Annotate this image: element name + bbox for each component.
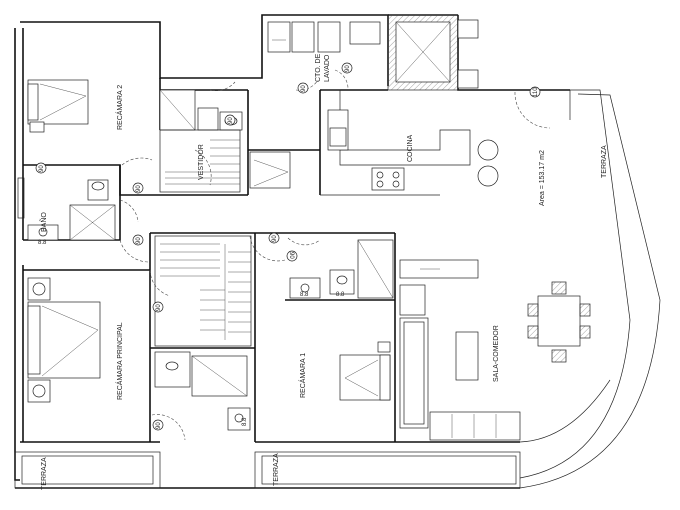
small-room-bed	[249, 151, 291, 189]
central-stair	[154, 235, 252, 347]
room-label-terraza-right: TERRAZA	[601, 145, 608, 178]
door-width-mark: 90	[345, 65, 351, 72]
fixture-mark: 8.8	[336, 292, 345, 298]
area-label: Area = 153.17 m2	[539, 150, 546, 206]
room-label-terraza-bottom-left: TERRAZA	[41, 457, 48, 490]
room-label-sala-comedor: SALA-COMEDOR	[493, 325, 500, 382]
bathroom-2	[17, 177, 116, 241]
room-label-cto-lavado-2: LAVADO	[324, 54, 331, 82]
room-label-recamara-2: RECÁMARA 2	[115, 85, 124, 130]
living-dining-furniture	[399, 259, 591, 441]
bedroom-1-furniture	[289, 239, 394, 401]
door-marks: 90 90 90 90 90 90 90 90 90 90 110	[35, 62, 541, 431]
door-width-mark: 90	[301, 85, 307, 92]
kitchen	[320, 89, 499, 196]
room-label-terraza-bottom-center: TERRAZA	[273, 453, 280, 486]
room-label-bano: BAÑO	[39, 212, 48, 232]
terraces	[14, 451, 521, 489]
fixture-mark: 8.8	[38, 240, 47, 246]
door-width-mark: 90	[136, 237, 142, 244]
bedroom-2-furniture	[27, 79, 243, 133]
door-swings	[119, 69, 551, 441]
fixture-mark: 8.8	[300, 292, 309, 298]
door-width-mark: 90	[288, 252, 294, 259]
laundry-appliances	[267, 21, 381, 53]
exterior-walls	[14, 14, 661, 489]
stair-void	[387, 14, 479, 91]
master-bedroom-furniture	[27, 277, 251, 431]
door-width-mark: 90	[272, 235, 278, 242]
door-width-mark: 90	[156, 422, 162, 429]
room-label-cto-lavado-1: CTO. DE	[315, 53, 322, 82]
fixture-mark: 8.8	[242, 417, 248, 426]
vestidor-stairs	[159, 129, 241, 193]
door-width-mark: 90	[136, 185, 142, 192]
interior-walls	[23, 78, 396, 442]
room-label-recamara-principal: RECÁMARA PRINCIPAL	[115, 322, 124, 400]
door-width-mark: 90	[228, 117, 234, 124]
room-label-cocina: COCINA	[407, 134, 414, 162]
door-width-mark: 90	[156, 304, 162, 311]
room-label-recamara-1: RECÁMARA 1	[298, 353, 307, 398]
fixture-marks: 8.8 8.8 8.8 8.8	[38, 240, 345, 426]
door-width-mark: 90	[39, 165, 45, 172]
room-label-vestidor: VESTIDOR	[198, 144, 205, 180]
door-width-mark: 110	[533, 87, 539, 97]
